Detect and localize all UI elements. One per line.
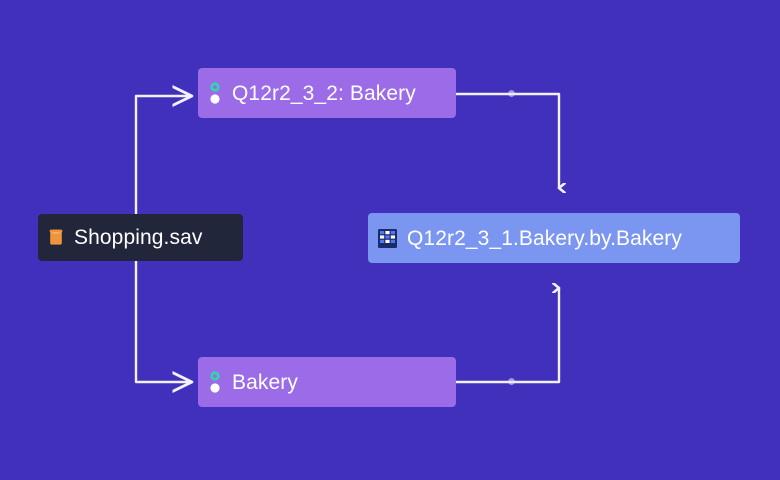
node-label: Q12r2_3_2: Bakery — [232, 81, 416, 105]
query-node-icon — [208, 80, 222, 106]
edge-shopping-to-q12r2-3-2[interactable] — [134, 96, 190, 216]
edge-q12r2-3-2-to-table[interactable] — [454, 92, 559, 188]
edge-shopping-to-bakery[interactable] — [134, 259, 190, 382]
node-shopping-sav[interactable]: Shopping.sav — [38, 214, 243, 261]
node-label: Q12r2_3_1.Bakery.by.Bakery — [407, 226, 682, 250]
query-node-icon — [208, 369, 222, 395]
node-label: Shopping.sav — [74, 226, 203, 249]
node-label: Bakery — [232, 370, 298, 394]
table-grid-icon — [378, 228, 397, 248]
edge-midpoint-handle-top[interactable] — [508, 90, 515, 97]
database-cylinder-icon — [48, 228, 64, 248]
node-bakery[interactable]: Bakery — [198, 357, 456, 407]
node-q12r2-3-1-bakery-by-bakery[interactable]: Q12r2_3_1.Bakery.by.Bakery — [368, 213, 740, 263]
node-q12r2-3-2-bakery[interactable]: Q12r2_3_2: Bakery — [198, 68, 456, 118]
edge-bakery-to-table[interactable] — [454, 288, 559, 384]
edge-midpoint-handle-bottom[interactable] — [508, 378, 515, 385]
